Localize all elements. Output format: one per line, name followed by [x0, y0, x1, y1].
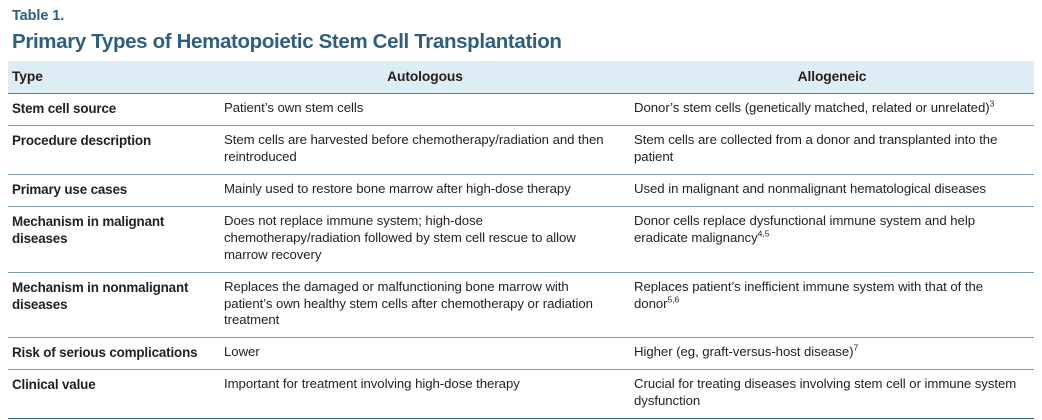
cell-allogeneic-text: Higher (eg, graft-versus-host disease): [634, 344, 854, 360]
cell-allogeneic-text: Replaces patient’s inefficient immune sy…: [634, 278, 984, 311]
row-label: Clinical value: [12, 377, 96, 393]
cell-autologous: Stem cells are harvested before chemothe…: [220, 125, 630, 175]
cell-allogeneic-text: Donor’s stem cells (genetically matched,…: [634, 99, 990, 115]
cell-allogeneic-text: Crucial for treating diseases involving …: [634, 376, 1017, 409]
table-number-label: Table 1.: [12, 8, 65, 24]
row-label: Mechanism in malignant diseases: [8, 206, 220, 273]
cell-allogeneic: Higher (eg, graft-versus-host disease)7: [630, 337, 1034, 371]
row-label: Stem cell source: [8, 93, 220, 127]
cell-autologous: Patient’s own stem cells: [220, 93, 630, 127]
header-row: Type Autologous Allogeneic: [8, 60, 1034, 94]
cell-autologous: Replaces the damaged or malfunctioning b…: [220, 272, 630, 339]
table-row: Clinical value Important for treatment in…: [8, 370, 1034, 418]
column-header-type: Type: [8, 60, 220, 94]
citation-superscript: 4,5: [757, 228, 770, 239]
table-title: Primary Types of Hematopoietic Stem Cell…: [12, 29, 562, 53]
cell-autologous: Does not replace immune system; high-dos…: [220, 206, 630, 273]
cell-allogeneic: Donor cells replace dysfunctional immune…: [630, 206, 1034, 273]
citation-superscript: 3: [989, 98, 995, 109]
row-label: Risk of serious complications: [8, 337, 220, 371]
row-label: Primary use cases: [8, 174, 220, 207]
column-header-autologous: Autologous: [220, 60, 630, 94]
cell-allogeneic: Used in malignant and nonmalignant hemat…: [630, 174, 1034, 207]
row-label: Mechanism in nonmalignant diseases: [8, 272, 220, 339]
cell-allogeneic: Crucial for treating diseases involving …: [630, 370, 1034, 418]
cell-allogeneic-text: Donor cells replace dysfunctional immune…: [634, 212, 975, 245]
column-header-allogeneic: Allogeneic: [630, 60, 1034, 94]
hsct-comparison-table: Type Autologous Allogeneic Stem cell sou…: [8, 60, 1034, 418]
citation-superscript: 7: [853, 342, 859, 353]
cell-allogeneic: Donor’s stem cells (genetically matched,…: [630, 93, 1034, 127]
cell-autologous: Mainly used to restore bone marrow after…: [220, 174, 630, 207]
cell-autologous: Important for treatment involving high-d…: [224, 376, 520, 392]
row-label: Procedure description: [8, 125, 220, 175]
cell-allogeneic: Stem cells are collected from a donor an…: [630, 125, 1034, 175]
table-header: Type Autologous Allogeneic: [8, 60, 1034, 94]
table-bottom-rule: [8, 418, 1034, 420]
citation-superscript: 5,6: [667, 294, 680, 305]
cell-allogeneic-text: Used in malignant and nonmalignant hemat…: [634, 180, 986, 196]
cell-allogeneic-text: Stem cells are collected from a donor an…: [634, 132, 998, 164]
cell-allogeneic: Replaces patient’s inefficient immune sy…: [630, 272, 1034, 339]
cell-autologous: Lower: [220, 337, 630, 371]
